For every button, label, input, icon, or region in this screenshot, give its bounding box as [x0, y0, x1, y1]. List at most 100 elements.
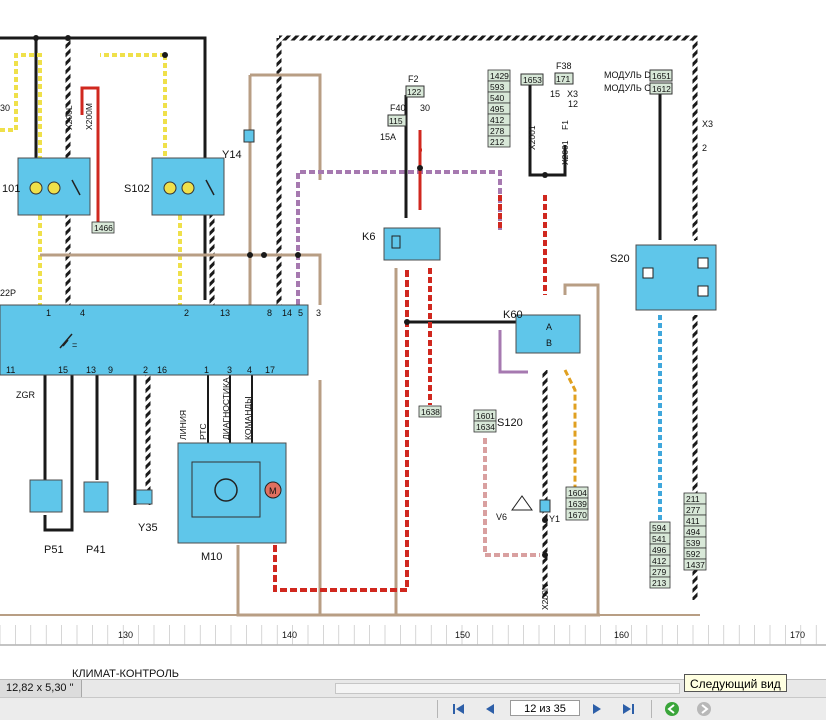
ref-tag-text: 541 — [652, 534, 666, 544]
ref-tag-text: 279 — [652, 567, 666, 577]
switch-s101: 101 — [2, 157, 91, 216]
s101-label: 101 — [2, 183, 20, 195]
ref-tag-text: 412 — [652, 556, 666, 566]
ref-tag-text: 1604 — [568, 488, 587, 498]
ruler-label: 150 — [455, 630, 470, 640]
svg-text:X200N: X200N — [540, 584, 550, 610]
svg-text:F1: F1 — [560, 120, 570, 130]
m10-label: M10 — [201, 551, 222, 563]
ruler-label: 130 — [118, 630, 133, 640]
next-page-button[interactable] — [588, 701, 606, 717]
ref-tag-text: 1639 — [568, 499, 587, 509]
ref-tag: 1466 — [91, 221, 115, 234]
m10-signal-label: ДИАГНОСТИКА — [221, 377, 231, 440]
previous-page-button[interactable] — [481, 701, 499, 717]
svg-text:X3: X3 — [567, 89, 578, 99]
pin-number: 16 — [157, 365, 167, 375]
svg-text:15A: 15A — [380, 132, 396, 142]
ref-tag: 539 — [683, 536, 707, 549]
ref-tag: 211 — [683, 492, 707, 505]
svg-text:X3: X3 — [702, 119, 713, 129]
svg-text:1612: 1612 — [652, 84, 671, 94]
ref-tag: 213 — [649, 576, 671, 589]
ruler-label: 170 — [790, 630, 805, 640]
ref-tag: 277 — [683, 503, 707, 516]
svg-text:122: 122 — [407, 87, 421, 97]
ref-tag-text: 495 — [490, 104, 504, 114]
pin-number: 1 — [204, 365, 209, 375]
svg-text:=: = — [72, 340, 77, 350]
relay-k6: K6 — [362, 227, 441, 261]
next-view-button[interactable] — [695, 701, 713, 717]
ref-tag: 278 — [487, 124, 511, 137]
ref-tag-text: 411 — [686, 516, 700, 526]
ref-tag: 592 — [683, 547, 707, 560]
k60-label: K60 — [503, 309, 523, 321]
ref-tag-text: 593 — [490, 82, 504, 92]
previous-page-icon — [486, 704, 494, 714]
s102-label: S102 — [124, 183, 150, 195]
ref-tag-text: 1429 — [490, 71, 509, 81]
ref-tag-text: 1670 — [568, 510, 587, 520]
first-page-button[interactable] — [450, 701, 468, 717]
separator — [437, 700, 438, 718]
pin-number: 9 — [108, 365, 113, 375]
svg-text:X2001: X2001 — [560, 140, 570, 165]
svg-text:115: 115 — [389, 116, 403, 126]
ref-tag-text: 412 — [490, 115, 504, 125]
first-page-icon — [453, 704, 464, 714]
motor-m10: M M10 — [177, 442, 287, 563]
ref-tag: 1604 — [565, 486, 589, 499]
svg-text:F2: F2 — [408, 74, 419, 84]
svg-text:B: B — [546, 338, 552, 348]
horizontal-scrollbar[interactable] — [335, 683, 680, 694]
svg-text:M: M — [269, 486, 277, 496]
x22p-label: 22P — [0, 288, 16, 298]
y14-label: Y14 — [222, 149, 242, 161]
ref-tag: 279 — [649, 565, 671, 578]
p41-label: P41 — [86, 544, 106, 556]
svg-text:2: 2 — [702, 143, 707, 153]
ref-tag-text: 1634 — [476, 422, 495, 432]
ref-tag-text: 540 — [490, 93, 504, 103]
ref-tag: 540 — [487, 91, 511, 104]
ref-tag: 594 — [649, 521, 671, 534]
sensor-p51: P51 — [29, 479, 64, 556]
y14-component: Y14 — [222, 129, 255, 161]
svg-text:X2001: X2001 — [527, 125, 537, 150]
svg-text:12: 12 — [568, 99, 578, 109]
pin-number: 11 — [6, 365, 15, 375]
switch-s20: S20 — [610, 244, 717, 311]
ref-tag: 412 — [649, 554, 671, 567]
svg-text:X200L: X200L — [64, 105, 74, 130]
diode-v6-valve-y1: V6 Y1 — [496, 495, 560, 524]
wiring-diagram: 101 S102 = Y14 K6 AB K60 S20 M — [0, 35, 826, 679]
pin-number: 13 — [220, 308, 230, 318]
page-indicator-field[interactable]: 12 из 35 — [510, 700, 580, 716]
svg-text:171: 171 — [556, 74, 570, 84]
pin-number: 8 — [267, 308, 272, 318]
ref-tag: 1670 — [565, 508, 589, 521]
cursor-coordinates: 12,82 x 5,30 " — [0, 680, 82, 697]
ref-tag: 495 — [487, 102, 511, 115]
svg-text:30: 30 — [0, 103, 10, 113]
ruler-label: 160 — [614, 630, 629, 640]
ref-tag-text: 1466 — [94, 223, 113, 233]
last-page-button[interactable] — [619, 701, 637, 717]
m10-signal-label: КОМАНДЫ — [243, 396, 253, 440]
svg-text:X200M: X200M — [84, 103, 94, 130]
y1-label: Y1 — [549, 514, 560, 524]
ref-tag-text: 1638 — [421, 407, 440, 417]
pin-number: 2 — [184, 308, 189, 318]
ref-tag-text: 213 — [652, 578, 666, 588]
pin-number: 17 — [265, 365, 275, 375]
ref-tag-text: 592 — [686, 549, 700, 559]
previous-view-button[interactable] — [663, 701, 681, 717]
y35-label: Y35 — [138, 522, 158, 534]
svg-text:A: A — [546, 322, 552, 332]
